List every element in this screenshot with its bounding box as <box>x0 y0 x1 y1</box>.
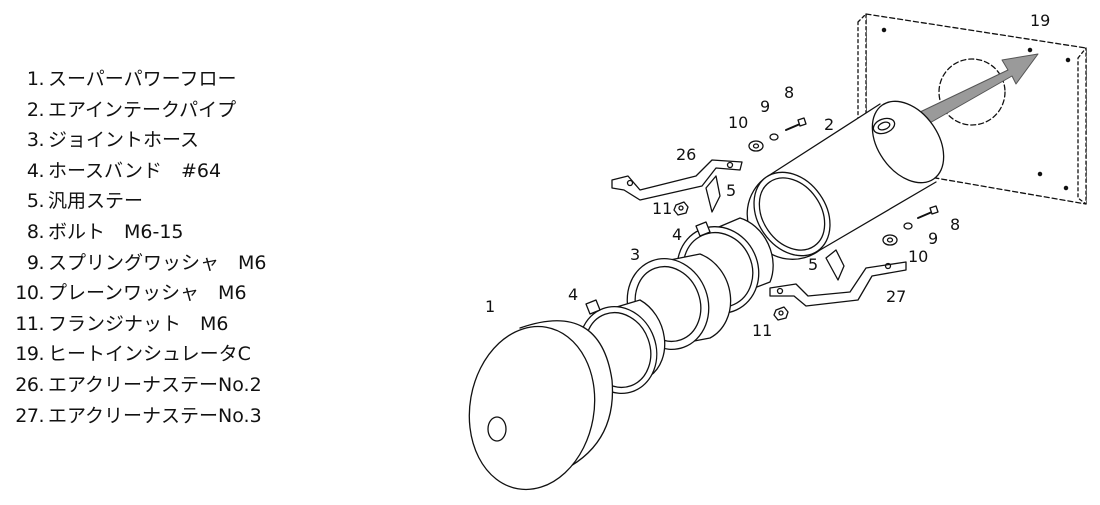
callout-19: 19 <box>1030 11 1050 30</box>
part-row: 5.汎用ステー <box>14 186 344 217</box>
callout-1: 1 <box>485 297 495 316</box>
callout-2: 2 <box>824 115 834 134</box>
callout-8: 8 <box>784 83 794 102</box>
part-number: 2. <box>26 98 45 121</box>
part-row: 4.ホースバンド #64 <box>14 156 344 187</box>
part-name: エアクリーナステーNo.2 <box>48 373 262 396</box>
parts-list: 1.スーパーパワーフロー 2.エアインテークパイプ 3.ジョイントホース 4.ホ… <box>14 64 344 431</box>
airflow-arrow-icon <box>919 53 1039 125</box>
callout-9: 9 <box>760 97 770 116</box>
part-number: 27. <box>15 404 44 427</box>
part-row: 1.スーパーパワーフロー <box>14 64 344 95</box>
part-row: 8.ボルト M6-15 <box>14 217 344 248</box>
part-name: プレーンワッシャ M6 <box>48 282 247 305</box>
part-number: 8. <box>26 220 45 243</box>
part-number: 4. <box>26 159 45 182</box>
part-name: 汎用ステー <box>48 190 144 213</box>
part-name: フランジナット M6 <box>48 312 229 335</box>
callout-4: 4 <box>672 225 682 244</box>
callout-8: 8 <box>950 215 960 234</box>
fasteners-top <box>673 117 807 216</box>
part-name: ホースバンド #64 <box>48 159 222 182</box>
bracket-27 <box>769 249 907 307</box>
callout-5: 5 <box>808 255 818 274</box>
part-number: 10. <box>15 282 44 305</box>
part-name: エアインテークパイプ <box>48 98 237 121</box>
part-number: 19. <box>15 343 44 366</box>
callout-10: 10 <box>908 247 928 266</box>
part-name: ヒートインシュレータC <box>48 343 251 366</box>
part-row: 19.ヒートインシュレータC <box>14 339 344 370</box>
part-name: ボルト M6-15 <box>48 220 184 243</box>
callout-3: 3 <box>630 245 640 264</box>
part-number: 26. <box>15 373 44 396</box>
fasteners-bottom <box>773 205 939 321</box>
callout-4: 4 <box>568 285 578 304</box>
part-row: 10.プレーンワッシャ M6 <box>14 278 344 309</box>
callout-9: 9 <box>928 229 938 248</box>
part-row: 2.エアインテークパイプ <box>14 95 344 126</box>
part-name: エアクリーナステーNo.3 <box>48 404 262 427</box>
part-number: 5. <box>26 190 45 213</box>
callout-5: 5 <box>726 181 736 200</box>
callout-10: 10 <box>728 113 748 132</box>
part-number: 9. <box>26 251 45 274</box>
callout-27: 27 <box>886 287 906 306</box>
part-row: 27.エアクリーナステーNo.3 <box>14 401 344 432</box>
part-number: 11. <box>15 312 44 335</box>
bracket-26 <box>611 159 743 213</box>
part-number: 1. <box>26 68 45 90</box>
part-name: スーパーパワーフロー <box>48 68 237 90</box>
part-name: スプリングワッシャ M6 <box>48 251 267 274</box>
callout-11: 11 <box>752 321 772 340</box>
intake-pipe <box>746 100 945 260</box>
part-row: 3.ジョイントホース <box>14 125 344 156</box>
part-name: ジョイントホース <box>48 129 200 152</box>
part-row: 9.スプリングワッシャ M6 <box>14 248 344 279</box>
part-row: 11.フランジナット M6 <box>14 309 344 340</box>
part-number: 3. <box>26 129 45 152</box>
part-row: 26.エアクリーナステーNo.2 <box>14 370 344 401</box>
callout-labels: 19 8 9 10 2 26 5 11 4 3 4 1 8 9 10 5 27 … <box>485 11 1050 340</box>
callout-26: 26 <box>676 145 696 164</box>
air-filter <box>468 320 614 491</box>
callout-11: 11 <box>652 199 672 218</box>
